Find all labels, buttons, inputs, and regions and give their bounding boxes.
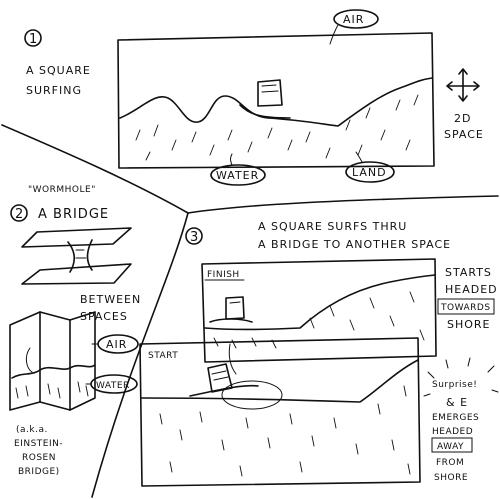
start-square-surfer (207, 363, 233, 393)
panel-3-title-line1: A SQUARE SURFS THRU (258, 220, 407, 233)
start-hatching (159, 385, 411, 477)
panel-1-air-bubble (333, 9, 379, 29)
starts-line4: SHORE (447, 318, 491, 331)
axes-icon (446, 68, 480, 102)
panel-2-aka-line4: BRIDGE) (18, 467, 60, 477)
start-water-land-line (141, 359, 419, 403)
panel-2-between-line2: SPACES (80, 310, 128, 323)
surprise-label: Surprise! (432, 380, 477, 390)
panel-1-land-bubble (345, 161, 395, 183)
panel-1-hatching (135, 94, 419, 161)
panel-3-number-circle (185, 227, 203, 245)
panel-2-number-circle (10, 204, 28, 222)
panel-1-air-label: AIR (343, 13, 364, 26)
panel-2: "WORMHOLE" 2 A BRIDGE BETWEEN SPACES AIR (9, 185, 141, 477)
panel-1-water-label: WATER (216, 169, 259, 182)
surprise-burst (423, 357, 499, 397)
away-box (431, 437, 473, 453)
starts-line3: TOWARDS (440, 303, 491, 313)
panel-2-aka-line2: EINSTEIN- (14, 439, 63, 449)
panel-2-between-line1: BETWEEN (80, 293, 141, 306)
emerges-line1: & E (446, 396, 468, 409)
panel-1-number-circle (24, 29, 42, 47)
panel-2-hatching (15, 381, 89, 399)
finish-label: FINISH (207, 270, 240, 280)
panel-2-aka-line1: (a.k.a. (16, 425, 48, 435)
emerges-line5: FROM (436, 458, 464, 468)
fold-middle-sheet (39, 311, 71, 411)
panel-2-number: 2 (15, 207, 24, 222)
start-label: START (148, 351, 178, 361)
wormhole-opening (221, 380, 283, 410)
panel-1-square-surfer (257, 79, 283, 107)
panel-dividers (1, 124, 499, 498)
starts-line2: HEADED (445, 283, 498, 296)
panel-2-title: A BRIDGE (38, 207, 109, 222)
panel-1-land-label: LAND (352, 166, 387, 179)
panel-3-title-line2: A BRIDGE TO ANOTHER SPACE (258, 238, 451, 251)
panel-3: 3 A SQUARE SURFS THRU A BRIDGE TO ANOTHE… (139, 220, 499, 487)
emerges-line4: AWAY (437, 442, 464, 452)
panel-1-surfboard (239, 104, 291, 119)
panel-2-air-label: AIR (106, 338, 127, 351)
fold-right-sheet (69, 311, 96, 411)
fold-left-sheet (9, 311, 41, 411)
panel-2-water-label: WATER (96, 381, 130, 391)
starts-line1: STARTS (445, 266, 492, 279)
emerges-line2: EMERGES (432, 413, 479, 423)
bridge-top-plane (21, 227, 132, 248)
panel-1-space-line2: SPACE (444, 128, 484, 141)
panel-1-space-line1: 2D (454, 112, 471, 125)
panel-3-number: 3 (190, 230, 199, 245)
emerges-line3: HEADED (432, 427, 473, 437)
panel-1: 1 A SQUARE SURFING (24, 9, 484, 186)
finish-square-surfer (225, 296, 245, 320)
panel-1-title-line1: A SQUARE (26, 64, 91, 77)
panel-1-title-line2: SURFING (26, 84, 82, 97)
emerges-line6: SHORE (434, 473, 468, 483)
towards-box (437, 298, 495, 315)
wormhole-throat (67, 239, 93, 273)
panel-2-wormhole-label: "WORMHOLE" (28, 185, 96, 195)
bridge-bottom-plane (21, 263, 132, 285)
panel-2-aka-line3: ROSEN (22, 453, 56, 463)
start-surfboard (189, 384, 259, 397)
panel-1-frame (117, 32, 435, 169)
panel-1-water-land-line (119, 77, 433, 127)
panel-1-water-bubble (210, 164, 266, 186)
finish-frame (201, 258, 437, 363)
panel-1-number: 1 (29, 32, 38, 47)
start-frame (139, 337, 421, 487)
